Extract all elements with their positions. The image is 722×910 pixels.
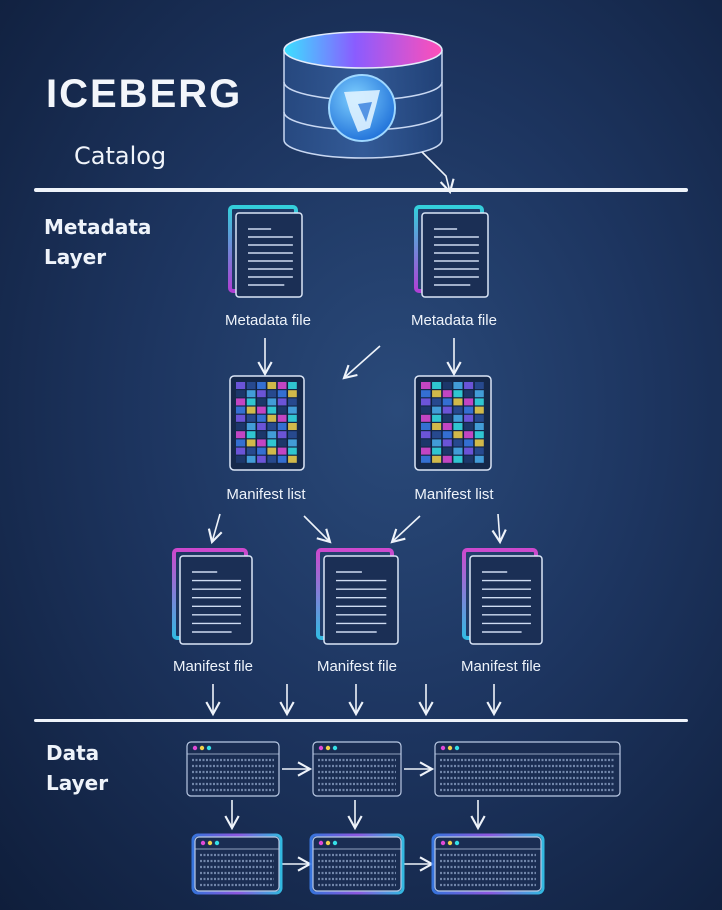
manifest-list-label: Manifest list <box>414 486 494 503</box>
data-layer-label-line1: Data <box>46 741 100 765</box>
metadata-layer-label-line1: Metadata <box>44 215 152 239</box>
metadata-file-icon <box>228 205 303 298</box>
data-file-icon <box>312 741 402 797</box>
data-file-icon <box>434 741 621 797</box>
arrow-list-2-to-file-3 <box>491 513 507 545</box>
metadata-file-icon <box>414 205 489 298</box>
manifest-file-icon <box>462 548 543 645</box>
data-layer-label: Data Layer <box>46 738 108 798</box>
arrow-list-2-to-file-2 <box>390 515 421 544</box>
manifest-file-label: Manifest file <box>172 658 254 675</box>
metadata-file-label: Metadata file <box>225 312 311 329</box>
manifest-list-icon <box>414 375 492 471</box>
manifest-list-icon <box>229 375 305 471</box>
catalog-separator-line <box>34 188 688 192</box>
catalog-label: Catalog <box>74 142 167 170</box>
data-file-icon <box>431 833 545 895</box>
manifest-file-label: Manifest file <box>316 658 398 675</box>
manifest-file-icon <box>172 548 253 645</box>
data-file-icon <box>309 833 405 895</box>
data-layer-separator-line <box>34 719 688 722</box>
manifest-file-label: Manifest file <box>460 658 542 675</box>
page-title: ICEBERG <box>46 72 243 116</box>
manifest-file-icon <box>316 548 399 645</box>
metadata-layer-label-line2: Layer <box>44 245 107 269</box>
arrow-catalog-to-metadata <box>421 151 455 195</box>
iceberg-icon <box>328 74 396 142</box>
manifest-list-label: Manifest list <box>226 486 306 503</box>
arrow-list-1-to-file-1 <box>207 513 223 545</box>
metadata-file-label: Metadata file <box>411 312 497 329</box>
arrow-metadata-2-to-list-1 <box>342 345 381 380</box>
metadata-layer-label: Metadata Layer <box>44 212 151 272</box>
diagram-arrows <box>205 151 507 872</box>
data-layer-label-line2: Layer <box>46 771 109 795</box>
data-file-icon <box>191 833 283 895</box>
arrow-list-1-to-file-2 <box>303 515 332 544</box>
data-file-icon <box>186 741 280 797</box>
